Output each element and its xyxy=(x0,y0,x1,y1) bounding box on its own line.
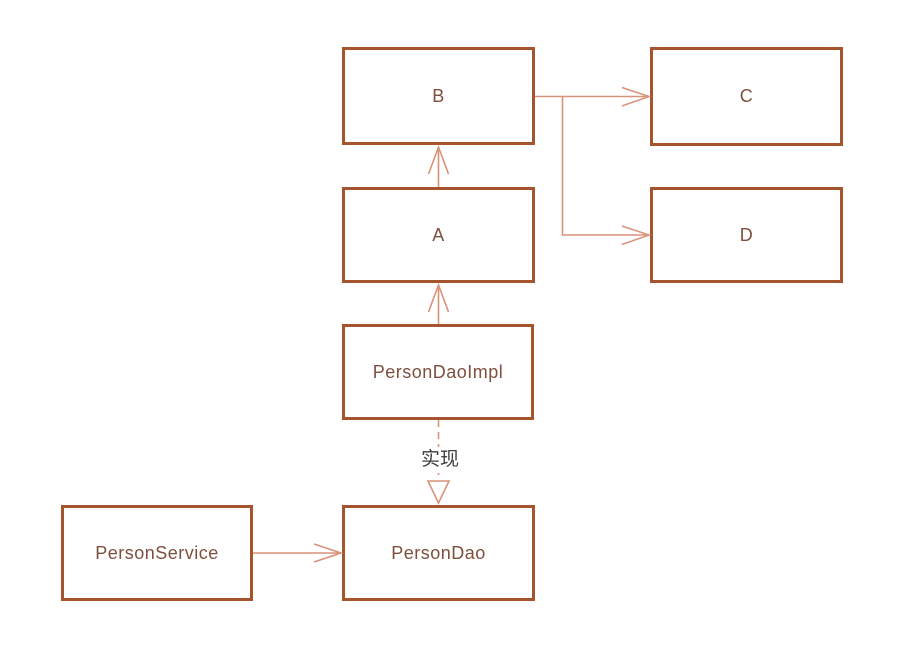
edge-persondaoimpl-to-a xyxy=(427,282,450,324)
edge-label-implements: 实现 xyxy=(414,447,466,473)
node-a-label: A xyxy=(432,224,445,245)
node-personservice: PersonService xyxy=(61,505,253,601)
node-persondaoimpl: PersonDaoImpl xyxy=(342,324,534,420)
node-c: C xyxy=(650,47,843,146)
node-c-label: C xyxy=(739,86,754,106)
node-a: A xyxy=(342,187,535,283)
node-b: B xyxy=(342,47,535,145)
node-personservice-label: PersonService xyxy=(95,542,219,563)
node-persondao-label: PersonDao xyxy=(391,542,486,563)
node-persondao: PersonDao xyxy=(342,505,535,601)
node-d-label: D xyxy=(739,224,754,245)
node-d: D xyxy=(650,187,843,283)
edge-b-to-c xyxy=(535,86,652,107)
node-persondaoimpl-label: PersonDaoImpl xyxy=(372,361,504,382)
edge-a-to-b xyxy=(427,144,450,187)
edge-personservice-to-persondao xyxy=(253,543,344,563)
node-b-label: B xyxy=(432,85,445,106)
edge-b-to-d xyxy=(561,96,652,246)
